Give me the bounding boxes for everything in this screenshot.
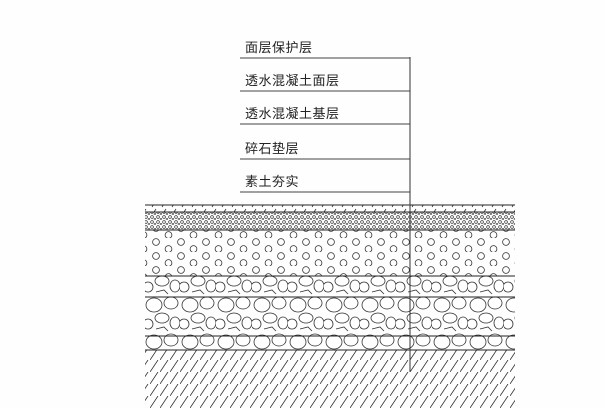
layer-label-soil: 素土夯实 bbox=[245, 175, 300, 190]
layer-protective bbox=[145, 205, 515, 212]
layer-soil bbox=[145, 350, 515, 408]
layer-label-surface: 透水混凝土面层 bbox=[245, 74, 340, 89]
layer-surface bbox=[145, 212, 515, 230]
label-leader-lines bbox=[240, 57, 410, 193]
layer-label-gravel: 碎石垫层 bbox=[245, 142, 300, 157]
layer-boundaries bbox=[145, 204, 515, 351]
layer-label-base: 透水混凝土基层 bbox=[245, 107, 340, 122]
layer-gravel bbox=[145, 276, 515, 350]
layer-base bbox=[145, 230, 515, 276]
layer-label-protective: 面层保护层 bbox=[245, 41, 313, 56]
